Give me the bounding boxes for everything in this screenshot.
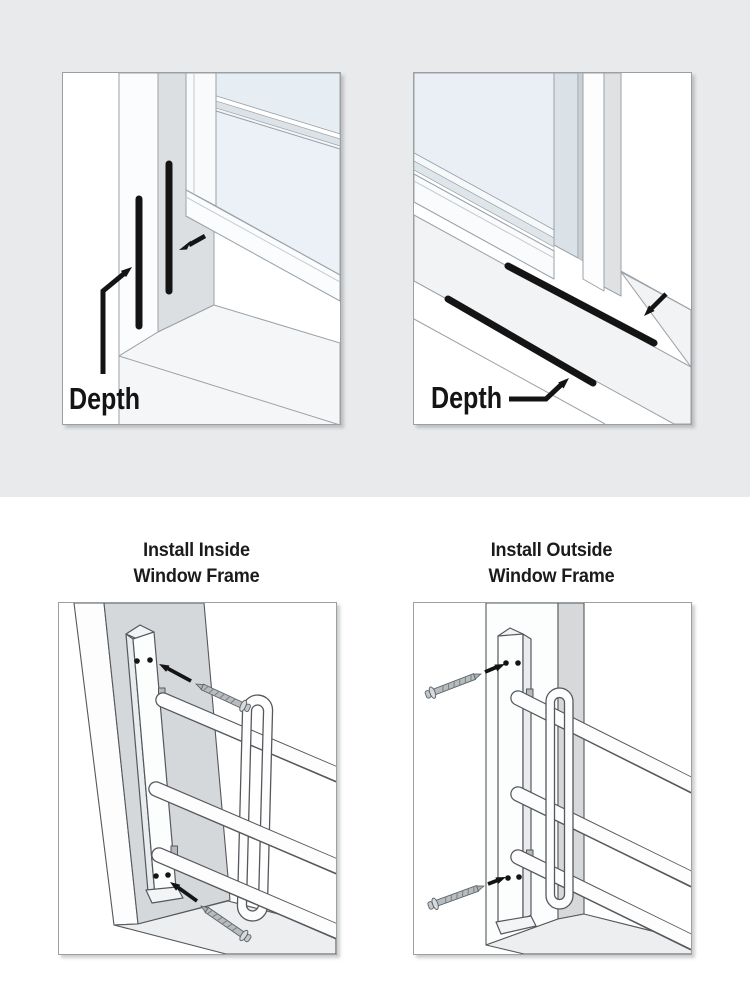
window-sill-depth-illustration: Depth [414,73,691,424]
screw-hole [147,657,153,663]
depth-marker-line-inner [504,262,658,347]
depth-annotation: Depth [431,262,668,415]
install-outside-illustration [424,603,691,954]
depth-label: Depth [69,381,140,416]
security-bars [148,692,336,940]
install-inside-title-line2: Window Frame [133,566,260,587]
screw-hole [516,874,522,880]
install-outside-title-line2: Window Frame [488,566,615,587]
window-bottom-drawing [414,73,691,424]
bottom-screw [427,884,486,910]
install-inside-title: Install Inside Window Frame [58,538,335,590]
arrow-icon [644,292,668,316]
screw-hole [515,660,521,666]
top-screw-arrow-icon [159,664,192,683]
install-outside-title-line1: Install Outside [490,540,613,561]
mounting-bracket [495,627,537,935]
window-corner-drawing [118,73,340,424]
depth-marker-line-outer [444,295,597,387]
screw-hole [505,875,511,881]
depth-leader-arrow-icon [100,267,132,374]
top-screw-arrow-icon [484,664,505,674]
top-screw [424,673,483,699]
install-outside-title: Install Outside Window Frame [413,538,690,590]
bottom-screw-arrow-icon [487,877,506,886]
panel-install-outside [413,602,692,955]
retainer-loop [545,687,574,910]
top-screw [194,683,251,712]
depth-annotation: Depth [69,160,207,416]
window-side-depth-illustration: Depth [69,73,340,424]
screw-hole [165,872,171,878]
install-inside-illustration [73,603,336,954]
screw-hole [503,660,509,666]
depth-leader-arrow-icon [509,378,569,402]
arrow-icon [179,234,207,250]
bottom-screw-arrow-icon [170,882,199,903]
screw-hole [153,873,159,879]
depth-label: Depth [431,380,502,415]
panel-measure-depth-side: Depth [62,72,341,425]
install-inside-title-line1: Install Inside [143,540,250,561]
bottom-screw [200,905,252,943]
screw-hole [134,658,140,664]
security-bars [510,687,691,951]
panel-measure-depth-sill: Depth [413,72,692,425]
panel-install-inside [58,602,337,955]
window-frame-drawing [73,603,336,954]
